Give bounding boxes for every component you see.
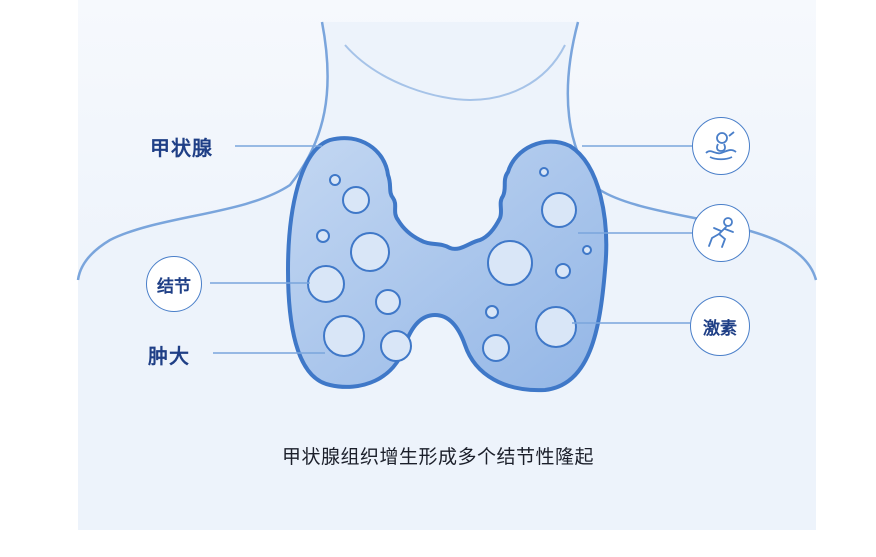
label-swelling: 肿大 [148, 344, 190, 368]
running-figure-icon-graphic [708, 217, 734, 248]
nodule [323, 315, 365, 357]
label-hormone-text: 激素 [703, 318, 737, 339]
thyroid-cartoon-icon [692, 117, 750, 175]
nodule [380, 330, 412, 362]
running-figure-icon [692, 204, 750, 262]
nodule [485, 305, 499, 319]
leader-lines [210, 145, 692, 354]
neck-left-line [76, 21, 329, 281]
nodule [487, 240, 533, 286]
nodule [482, 334, 510, 362]
nodule [307, 265, 345, 303]
nodule [316, 229, 330, 243]
thyroid-cartoon-icon-graphic [705, 131, 737, 161]
label-hormone: 激素 [690, 296, 750, 356]
nodule [375, 289, 401, 315]
diagram-caption: 甲状腺组织增生形成多个结节性隆起 [281, 446, 594, 468]
nodule [350, 232, 390, 272]
nodule [329, 174, 341, 186]
nodules-left [307, 174, 412, 362]
nodule [582, 245, 592, 255]
nodule [342, 186, 370, 214]
chin-line [344, 44, 566, 102]
nodules-right [482, 167, 592, 362]
label-thyroid: 甲状腺 [150, 136, 213, 160]
label-nodule: 结节 [146, 256, 202, 312]
nodule [535, 306, 577, 348]
label-nodule-text: 结节 [157, 276, 191, 297]
neck-right-line [566, 21, 818, 281]
nodule [555, 263, 571, 279]
nodule [541, 192, 577, 228]
nodule [539, 167, 549, 177]
